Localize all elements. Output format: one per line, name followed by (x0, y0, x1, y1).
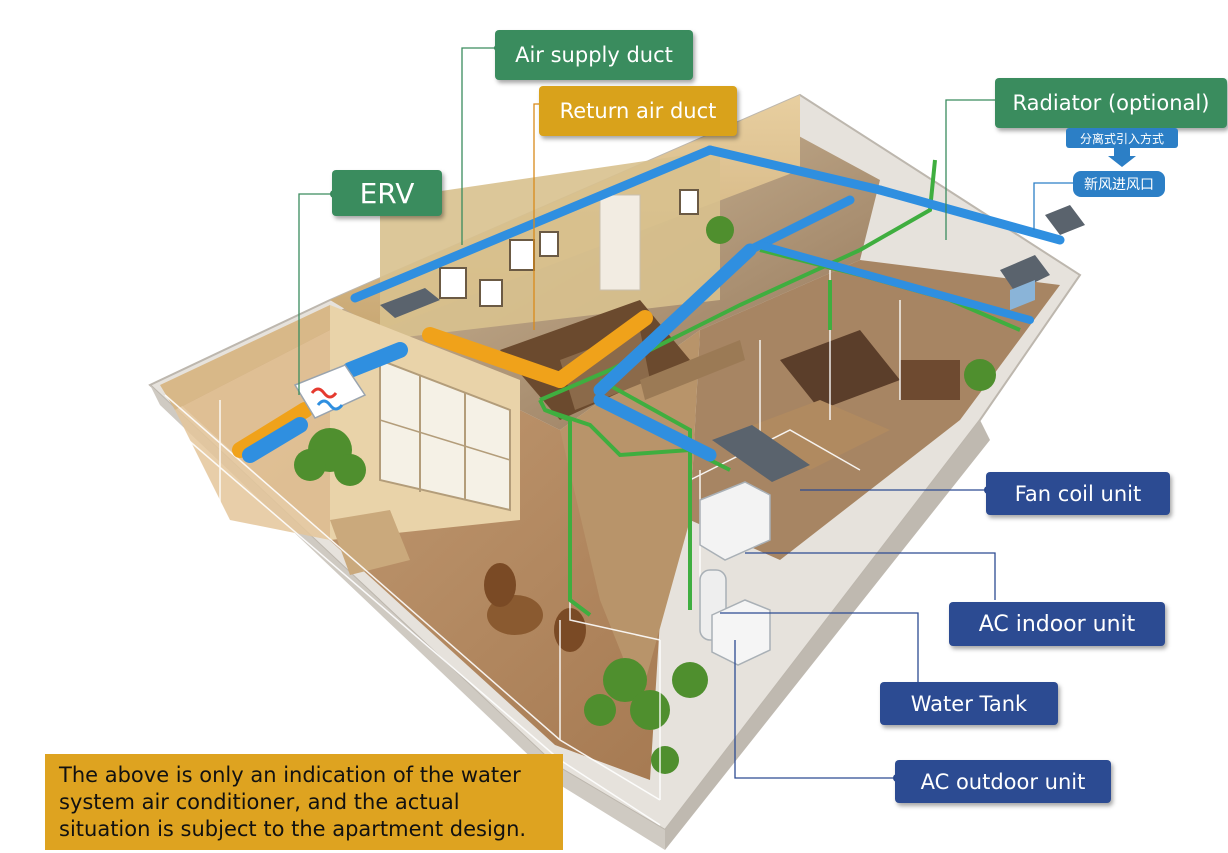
ac-indoor-unit (699, 481, 771, 561)
label-ac-indoor-unit: AC indoor unit (949, 602, 1165, 646)
disclaimer-line-1: The above is only an indication of the w… (59, 763, 521, 787)
label-radiator: Radiator (optional) (995, 78, 1227, 128)
disclaimer-note: The above is only an indication of the w… (45, 754, 563, 850)
label-return-air-duct: Return air duct (539, 86, 737, 136)
air-supply-duct (242, 145, 1065, 463)
label-fresh-air-inlet: 新风进风口 (1073, 171, 1165, 197)
label-split-intro: 分离式引入方式 (1066, 128, 1178, 148)
leader-lines (298, 47, 1074, 779)
label-ac-outdoor-unit: AC outdoor unit (895, 760, 1111, 803)
label-air-supply-duct: Air supply duct (495, 30, 693, 80)
label-water-tank: Water Tank (880, 682, 1058, 725)
return-air-duct (232, 310, 653, 458)
label-fan-coil-unit: Fan coil unit (986, 472, 1170, 515)
label-erv: ERV (332, 170, 442, 216)
disclaimer-line-3: situation is subject to the apartment de… (59, 817, 527, 841)
down-arrow-icon (1108, 148, 1136, 167)
radiator-units (1000, 205, 1085, 310)
ac-outdoor-unit (711, 599, 771, 666)
fan-coil-unit (380, 288, 810, 482)
left-room-walls (160, 305, 520, 540)
disclaimer-line-2: system air conditioner, and the actual (59, 790, 460, 814)
plants (294, 216, 996, 774)
erv-unit (293, 364, 367, 419)
